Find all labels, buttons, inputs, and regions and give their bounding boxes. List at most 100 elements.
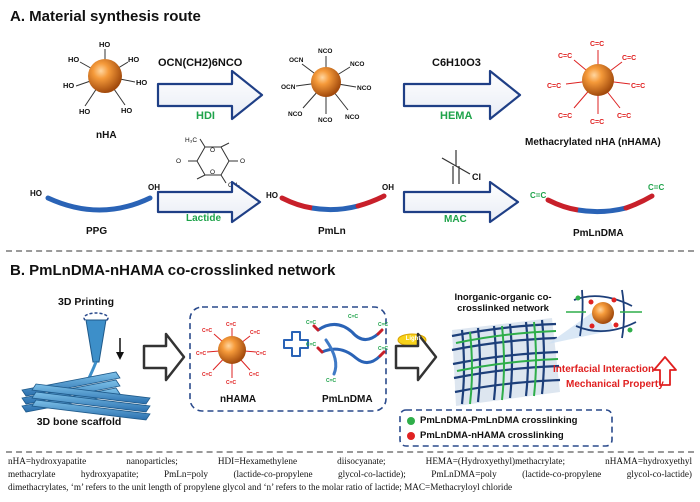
nhama-particle: C=C C=C C=C C=C C=C C=C C=C C=C	[547, 41, 645, 126]
oh-group: HO	[136, 78, 147, 87]
svg-text:O: O	[176, 158, 181, 165]
nha-particle: HO HO HO HO HO HO HO	[63, 40, 147, 116]
svg-text:H₃C: H₃C	[185, 137, 197, 144]
legend-item-red: PmLnDMA-nHAMA crosslinking	[420, 430, 564, 441]
svg-text:HO: HO	[30, 189, 42, 198]
footnote-line-2: methacrylate hydroxyapatite; PmLn=poly (…	[8, 469, 692, 480]
mechanical-label: Mechanical Property	[566, 379, 664, 390]
lactide-structure	[188, 138, 238, 184]
section-a-title: A. Material synthesis route	[10, 8, 201, 25]
ocn-group: OCN	[289, 57, 304, 64]
oh-group: HO	[99, 40, 110, 49]
svg-text:C=C: C=C	[196, 351, 207, 357]
crosslinked-network	[451, 318, 561, 406]
printing-label: 3D Printing	[58, 296, 115, 308]
nhama-label: Methacrylated nHA (nHAMA)	[525, 137, 661, 148]
legend-item-green: PmLnDMA-PmLnDMA crosslinking	[420, 415, 578, 426]
footnote-divider	[6, 451, 694, 453]
nhama-small-particle: C=C C=C C=C C=C C=C C=C C=C C=C	[196, 322, 267, 386]
oh-group: HO	[128, 55, 139, 64]
svg-text:C=C: C=C	[226, 380, 237, 386]
pmln-chain: HO OH	[266, 183, 394, 213]
hdi-reaction-arrow	[156, 69, 264, 121]
svg-text:C=C: C=C	[202, 372, 213, 378]
section-b-title: B. PmLnDMA-nHAMA co-crosslinked network	[10, 262, 336, 279]
svg-text:OH: OH	[382, 183, 394, 192]
oh-group: HO	[63, 81, 74, 90]
methacrylate-group: C=C	[631, 83, 645, 90]
curing-arrow	[394, 332, 438, 382]
legend-marker-red	[407, 432, 415, 440]
ppg-chain: HO OH	[30, 183, 160, 213]
ocn-group: OCN	[281, 84, 296, 91]
svg-text:O: O	[240, 158, 245, 165]
oh-group: HO	[121, 106, 132, 115]
interface-label: Interfacial Interaction	[553, 364, 655, 375]
light-label: Light	[405, 336, 421, 342]
mac-reaction-arrow	[402, 180, 520, 224]
nco-group: NCO	[357, 85, 371, 92]
section-divider	[6, 250, 694, 252]
svg-text:C=C: C=C	[378, 346, 389, 352]
hdi-formula: OCN(CH2)6NCO	[158, 57, 243, 69]
ppg-label: PPG	[86, 226, 108, 237]
pmlndma-box-label: PmLnDMA	[322, 394, 373, 405]
footnote-line-1: nHA=hydroxyapatite nanoparticles; HDI=He…	[8, 456, 692, 466]
svg-text:C=C: C=C	[256, 351, 267, 357]
oh-group: HO	[68, 55, 79, 64]
svg-text:C=C: C=C	[648, 183, 664, 192]
svg-text:C=C: C=C	[326, 378, 337, 384]
pmlndma-label: PmLnDMA	[573, 228, 624, 239]
methacrylate-group: C=C	[590, 119, 604, 126]
nco-group: NCO	[350, 61, 364, 68]
mac-label: MAC	[444, 214, 467, 225]
abbreviations-footnote: nHA=hydroxyapatite nanoparticles; HDI=He…	[8, 455, 692, 495]
bone-scaffold	[21, 371, 151, 421]
nco-group: NCO	[318, 117, 332, 124]
chlorine-atom: Cl	[472, 172, 481, 182]
hema-formula: C6H10O3	[432, 57, 481, 69]
lactide-reaction-arrow	[156, 180, 262, 224]
legend-marker-green	[407, 417, 415, 425]
pmln-label: PmLn	[318, 226, 346, 237]
pmlndma-chain: C=C C=C	[530, 183, 664, 215]
legend-box	[399, 409, 613, 447]
hema-label: HEMA	[440, 110, 473, 122]
hdi-label: HDI	[196, 110, 215, 122]
nco-group: NCO	[288, 111, 302, 118]
svg-text:C=C: C=C	[306, 320, 317, 326]
methacrylate-group: C=C	[558, 53, 572, 60]
svg-text:C=C: C=C	[530, 191, 546, 200]
precursor-box	[189, 306, 387, 412]
methacrylate-group: C=C	[622, 55, 636, 62]
svg-text:C=C: C=C	[202, 328, 213, 334]
nha-label: nHA	[96, 130, 117, 141]
svg-text:C=C: C=C	[348, 314, 359, 320]
nco-particle: NCO NCO NCO NCO NCO NCO OCN OCN	[281, 48, 371, 124]
methacrylate-group: C=C	[617, 113, 631, 120]
printer-nozzle	[83, 312, 124, 381]
nco-group: NCO	[345, 114, 359, 121]
svg-text:C=C: C=C	[226, 322, 237, 328]
network-label: Inorganic-organic co-crosslinked network	[454, 292, 552, 314]
oh-group: HO	[79, 107, 90, 116]
scaffold-label: 3D bone scaffold	[36, 416, 122, 428]
svg-text:O: O	[210, 147, 215, 154]
methacrylate-group: C=C	[558, 113, 572, 120]
svg-text:OH: OH	[148, 183, 160, 192]
svg-text:C=C: C=C	[306, 342, 317, 348]
pmlndma-chains	[312, 323, 386, 376]
nco-group: NCO	[318, 48, 332, 55]
svg-text:O: O	[210, 169, 215, 176]
interface-zoom	[566, 289, 642, 339]
svg-text:C=C: C=C	[378, 322, 389, 328]
footnote-line-3: dimethacrylates, ‘m’ refers to the unit …	[8, 482, 513, 493]
svg-text:C=C: C=C	[250, 330, 261, 336]
methacrylate-group: C=C	[590, 41, 604, 48]
nhama-box-label: nHAMA	[220, 394, 257, 405]
mac-structure	[441, 150, 471, 184]
process-arrow	[142, 332, 186, 382]
methacrylate-group: C=C	[547, 83, 561, 90]
increase-arrow-icon	[653, 356, 677, 386]
